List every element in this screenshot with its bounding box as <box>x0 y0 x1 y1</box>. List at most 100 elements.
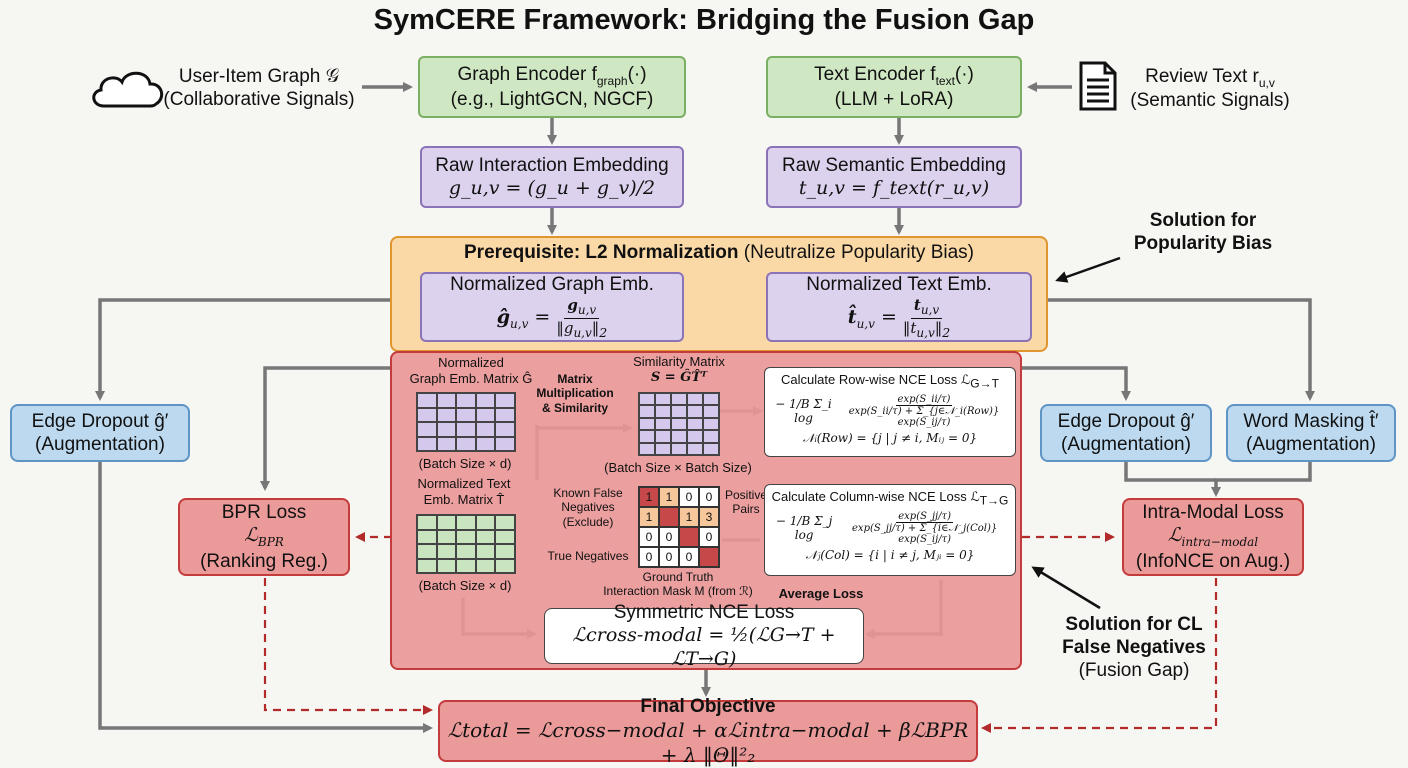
known-false-label: Known False Negatives (Exclude) <box>553 486 623 529</box>
bpr-loss-box: BPR Loss ℒBPR (Ranking Reg.) <box>178 498 350 576</box>
matrix-cell <box>655 442 671 455</box>
matrix-cell <box>687 430 703 443</box>
matrix-cell <box>655 393 671 406</box>
matrix-cell <box>456 515 476 530</box>
col-nce-box: Calculate Column-wise NCE Loss ℒT→G − 1/… <box>764 484 1016 576</box>
matrix-cell <box>655 417 671 431</box>
matmul-label: Matrix Multiplication & Similarity <box>536 372 614 415</box>
row-nce-set: 𝒩ᵢ(Row) = {j | j ≠ i, Mᵢⱼ = 0} <box>802 430 978 445</box>
mask-cell: 0 <box>679 547 699 567</box>
matrix-cell <box>456 544 476 559</box>
similarity-label: Similarity Matrix <box>633 354 725 369</box>
matrix-cell <box>703 405 719 418</box>
true-negatives-label: True Negatives <box>547 549 629 563</box>
arrow-popularity-annotation <box>1055 256 1121 283</box>
matrix-cell <box>495 436 515 451</box>
matrix-cell <box>703 393 719 406</box>
matrix-cell <box>417 393 437 408</box>
matrix-cell <box>456 558 476 573</box>
normalized-text-title: Normalized Text Emb. <box>806 274 992 296</box>
symmetric-nce-formula: ℒcross-modal = ½(ℒG→T + ℒT→G) <box>572 624 836 670</box>
matrix-cell <box>436 529 457 544</box>
matrix-cell <box>495 529 515 544</box>
edge-dropout-right-box: Edge Dropout ĝ′ (Augmentation) <box>1040 404 1212 462</box>
positive-pairs-label: Positive Pairs <box>724 488 768 517</box>
symmetric-nce-box: Symmetric NCE Loss ℒcross-modal = ½(ℒG→T… <box>544 602 864 670</box>
matrix-cell <box>456 393 476 408</box>
raw-interaction-formula: g_u,v = (g_u + g_v)/2 <box>448 177 656 199</box>
mask-cell <box>659 507 679 527</box>
matrix-cell <box>687 405 703 418</box>
matrix-cell <box>655 430 671 443</box>
matrix-cell <box>687 442 703 455</box>
matrix-cell <box>456 436 476 451</box>
matrix-cell <box>417 422 437 437</box>
normalized-graph-title: Normalized Graph Emb. <box>450 274 654 296</box>
matrix-cell <box>495 544 515 559</box>
raw-interaction-title: Raw Interaction Embedding <box>435 154 669 176</box>
graph-encoder-box: Graph Encoder fgraph(·) (e.g., LightGCN,… <box>418 56 686 118</box>
raw-semantic-formula: t_u,v = f_text(r_u,v) <box>798 177 990 199</box>
matrix-cell <box>495 422 515 437</box>
matrix-cell <box>436 558 457 573</box>
text-encoder-box: Text Encoder ftext(·) (LLM + LoRA) <box>766 56 1022 118</box>
arrow-to-word-masking <box>1048 298 1315 401</box>
matrix-cell <box>671 393 687 406</box>
matrix-cell <box>475 407 496 422</box>
mask-cell <box>679 527 699 547</box>
matrix-cell <box>417 436 437 451</box>
word-masking-box: Word Masking t̂′ (Augmentation) <box>1226 404 1396 462</box>
matrix-cell <box>671 405 687 418</box>
raw-semantic-box: Raw Semantic Embedding t_u,v = f_text(r_… <box>766 146 1022 208</box>
raw-semantic-title: Raw Semantic Embedding <box>782 154 1006 176</box>
matrix-cell <box>436 436 457 451</box>
mask-cell: 1 <box>639 507 659 527</box>
matrix-cell <box>495 515 515 530</box>
normalization-title: Prerequisite: L2 Normalization (Neutrali… <box>464 242 974 263</box>
cloud-icon <box>92 71 164 108</box>
matrix-cell <box>703 430 719 443</box>
graph-encoder-examples: (e.g., LightGCN, NGCF) <box>450 89 654 111</box>
mask-cell: 0 <box>659 527 679 547</box>
normalized-text-formula: t̂u,v = tu,v ‖tu,v‖2 <box>847 296 951 341</box>
matrix-cell <box>639 430 655 443</box>
matrix-cell <box>475 393 496 408</box>
norm-text-matrix-size: (Batch Size × d) <box>418 578 512 593</box>
dashed-intra-to-final <box>981 578 1218 733</box>
arrow-left-dropout-to-final <box>98 462 433 733</box>
matrix-cell <box>495 558 515 573</box>
arrow-right-dropout-merge <box>1124 462 1216 482</box>
raw-interaction-box: Raw Interaction Embedding g_u,v = (g_u +… <box>420 146 684 208</box>
review-input-title: Review Text ru,v <box>1145 66 1275 90</box>
arrow-to-right-dropout <box>1022 366 1131 401</box>
mask-cell: 1 <box>679 507 699 527</box>
matrix-cell <box>639 393 655 406</box>
norm-graph-matrix-label: Normalized Graph Emb. Matrix Ĝ <box>409 355 533 386</box>
matrix-cell <box>475 515 496 530</box>
matrix-cell <box>417 515 437 530</box>
review-input-label: Review Text ru,v (Semantic Signals) <box>1120 66 1300 113</box>
arrow-to-left-dropout <box>95 298 390 401</box>
review-input-subtitle: (Semantic Signals) <box>1130 90 1290 112</box>
dashed-bpr-to-final <box>263 578 433 715</box>
mask-cell: 0 <box>639 527 659 547</box>
mask-cell <box>699 547 719 567</box>
similarity-size: (Batch Size × Batch Size) <box>604 460 752 475</box>
matrix-cell <box>417 407 437 422</box>
final-objective-title: Final Objective <box>640 696 776 718</box>
similarity-matrix <box>638 392 720 456</box>
text-encoder-examples: (LLM + LoRA) <box>834 89 954 111</box>
graph-input-subtitle: (Collaborative Signals) <box>163 88 355 110</box>
page-title: SymCERE Framework: Bridging the Fusion G… <box>373 4 1035 36</box>
row-nce-box: Calculate Row-wise NCE Loss ℒG→T − 1/B Σ… <box>764 367 1016 457</box>
symmetric-nce-title: Symmetric NCE Loss <box>613 602 795 624</box>
normalized-graph-formula: ĝu,v = gu,v ‖gu,v‖2 <box>496 296 608 341</box>
mask-cell: 0 <box>699 527 719 547</box>
matrix-cell <box>475 558 496 573</box>
norm-text-matrix-label: Normalized Text Emb. Matrix T̂ <box>417 476 511 507</box>
matrix-cell <box>436 422 457 437</box>
graph-input-label: User-Item Graph 𝒢 (Collaborative Signals… <box>150 66 368 112</box>
matrix-cell <box>703 442 719 455</box>
cl-annotation: Solution for CL False Negatives (Fusion … <box>1062 614 1206 681</box>
matrix-cell <box>639 405 655 418</box>
